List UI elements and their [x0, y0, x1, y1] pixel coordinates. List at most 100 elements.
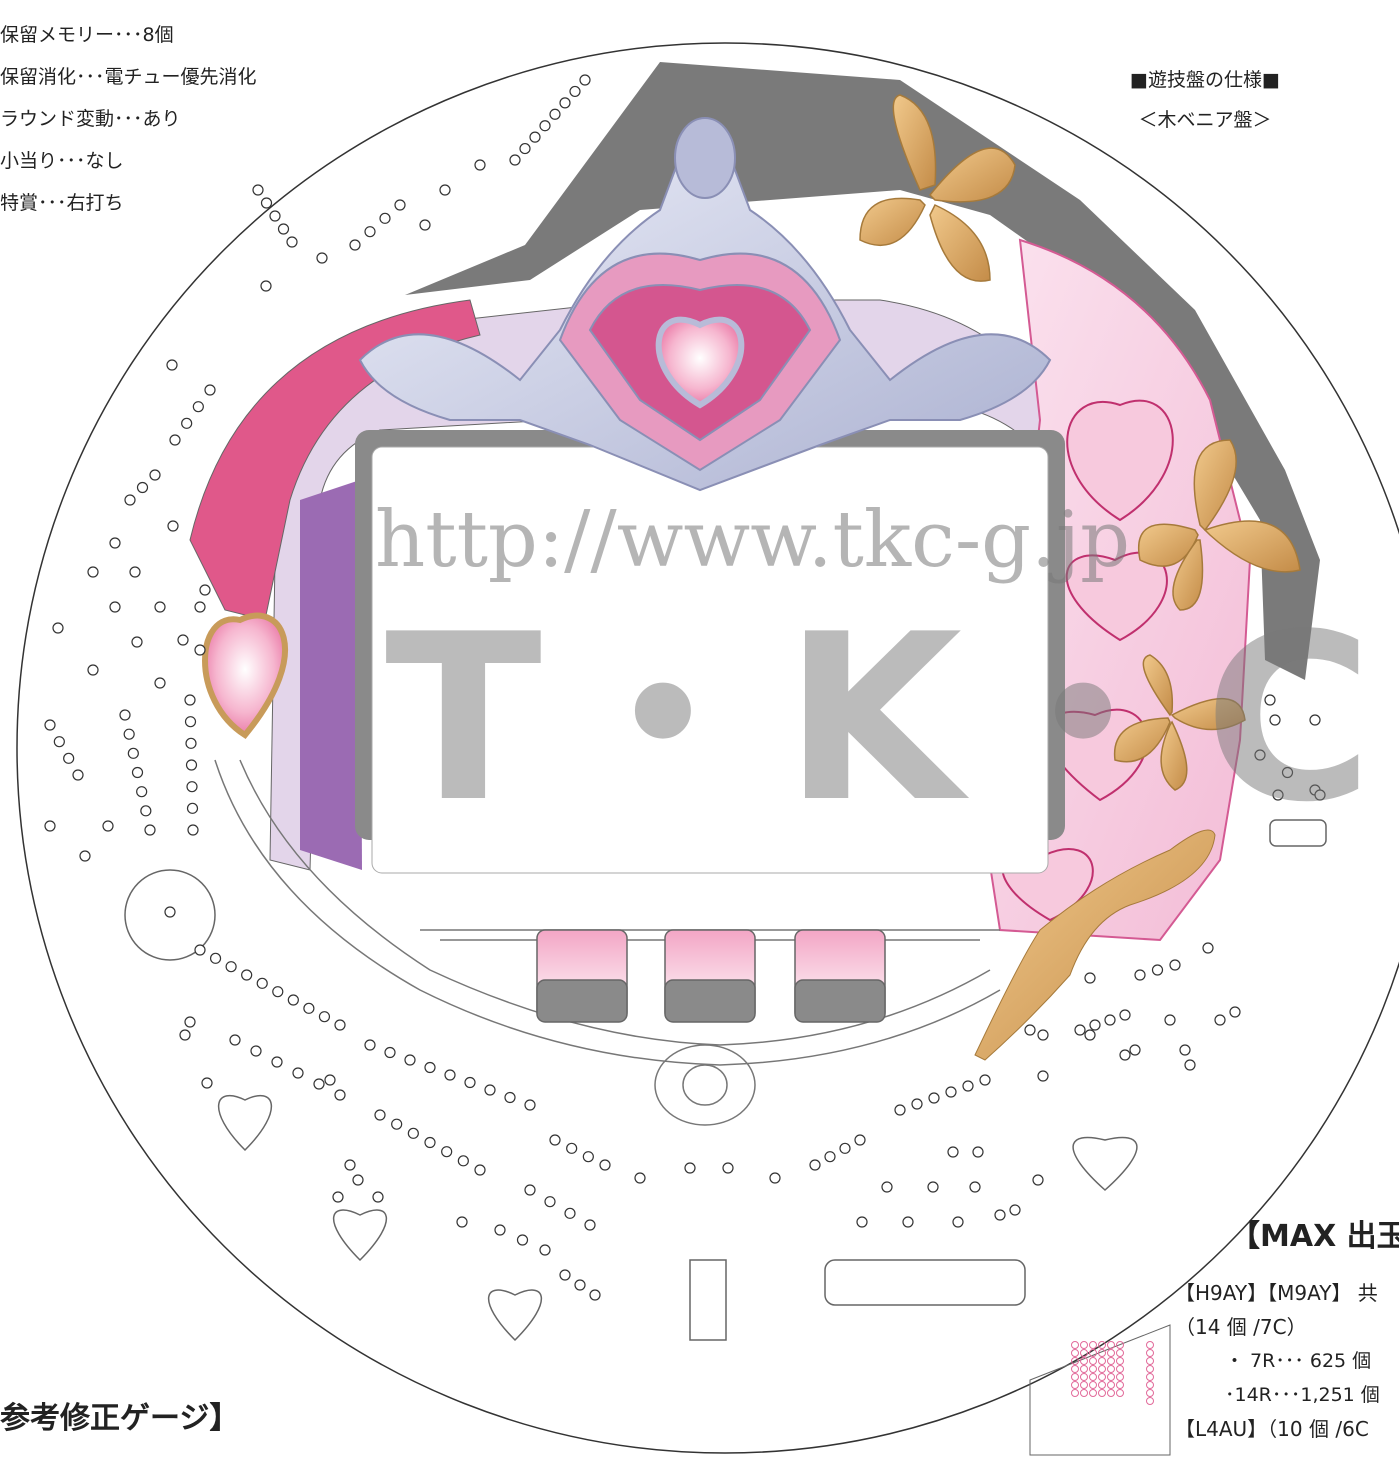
attacker-dot [1089, 1389, 1097, 1397]
attacker-dot [1116, 1389, 1124, 1397]
nail-pin [1037, 1029, 1049, 1041]
attacker-dots [1071, 1341, 1154, 1405]
nail-pin [119, 709, 131, 721]
nail-pin [109, 537, 121, 549]
attacker-dot [1080, 1381, 1088, 1389]
nail-pin [344, 1159, 356, 1171]
nail-pin [856, 1216, 868, 1228]
nail-pin [181, 417, 193, 429]
nail-pin [894, 1104, 906, 1116]
nail-pin [1254, 749, 1266, 761]
attacker-dot [1098, 1341, 1106, 1349]
max-payout: 【MAX 出玉】 【H9AY】【M9AY】 共 （14 個 /7C） ・ 7R･… [1175, 1220, 1399, 1446]
nail-pin [539, 120, 551, 132]
nail-pin [318, 1011, 331, 1023]
nail-pin [584, 1219, 596, 1231]
nail-pin [722, 1162, 734, 1174]
nail-pin [199, 584, 211, 596]
nail-pin [72, 769, 84, 781]
nail-pin [124, 494, 136, 506]
nail-pins [44, 74, 1326, 1301]
gauge-title: 参考修正ゲージ】 [0, 1401, 240, 1436]
max-line-5: 【L4AU】（10 個 /6C [1175, 1417, 1369, 1441]
nail-pin [1281, 766, 1294, 779]
attacker-dot [1107, 1341, 1115, 1349]
nail-pin [131, 766, 144, 779]
nail-pin [599, 1159, 611, 1171]
nail-pin [407, 1127, 419, 1139]
attacker-dot [1146, 1365, 1154, 1373]
nail-pin [391, 1118, 403, 1130]
nail-pin [87, 664, 99, 676]
nail-pin [364, 226, 376, 238]
nail-pin [579, 74, 591, 86]
nail-pin [185, 737, 197, 749]
nail-pin [1164, 1014, 1176, 1026]
nail-pin [252, 184, 264, 196]
nail-pin [271, 1056, 283, 1068]
attacker-dot [1146, 1397, 1154, 1405]
max-line-3: ・ 7R･･･ 625 個 [1225, 1350, 1372, 1372]
nail-pin [824, 1151, 836, 1163]
nail-pin [201, 1077, 213, 1089]
nail-pin [334, 1019, 346, 1031]
nail-pin [63, 752, 75, 764]
nail-pin [260, 280, 272, 292]
board-outline [16, 42, 1399, 1454]
nail-pin [902, 1216, 914, 1228]
nail-pin [292, 1067, 304, 1079]
nail-pin [1184, 1059, 1196, 1071]
nail-pin [316, 252, 328, 264]
nail-pin [1179, 1044, 1191, 1056]
attacker-dot [1080, 1389, 1088, 1397]
max-line-1: 【H9AY】【M9AY】 共 [1175, 1281, 1378, 1305]
nail-pin [1119, 1049, 1131, 1061]
nail-pin [839, 1142, 851, 1154]
attacker-dot [1146, 1389, 1154, 1397]
nail-pin [424, 1061, 436, 1074]
nail-pin [225, 961, 237, 973]
nail-pin [286, 236, 298, 248]
attacker-dot [1089, 1357, 1097, 1365]
nail-pin [574, 1279, 586, 1291]
nail-pin [1032, 1174, 1044, 1186]
nail-pin [441, 1146, 453, 1158]
attacker-dot [1071, 1381, 1079, 1389]
nail-pin [52, 622, 64, 634]
nail-pin [192, 401, 204, 413]
attacker-dot [1146, 1381, 1154, 1389]
spec-hold-memory: 保留メモリー･･･8個 [0, 24, 174, 46]
board-spec: ■遊技盤の仕様■ ＜木ベニア盤＞ [1130, 60, 1280, 140]
nail-pin [1264, 694, 1276, 706]
nail-pin [102, 820, 114, 832]
attacker-dot [1098, 1357, 1106, 1365]
attacker-dot [1116, 1341, 1124, 1349]
attacker-dot [1089, 1381, 1097, 1389]
attacker-dot [1107, 1365, 1115, 1373]
nail-pin [516, 1234, 529, 1246]
nail-pin [109, 601, 121, 613]
nail-pin [241, 969, 253, 981]
nail-pin [474, 1164, 486, 1176]
nail-pin [1269, 714, 1281, 726]
nail-pin [79, 850, 91, 862]
frame-purple [300, 480, 362, 870]
watermark-logo: T・K・C [385, 586, 1379, 853]
nail-pin [53, 736, 65, 748]
attacker-dot [1071, 1349, 1079, 1357]
nail-pin [277, 223, 290, 235]
nail-pin [184, 694, 196, 706]
nail-pin [1074, 1024, 1086, 1036]
nail-pin [256, 977, 268, 989]
attacker-dot [1116, 1373, 1124, 1381]
nail-pin [1229, 1006, 1241, 1018]
nail-pin [87, 566, 99, 578]
nail-pin [464, 1076, 476, 1089]
nail-pin [1009, 1204, 1021, 1216]
nail-pin [1129, 1044, 1141, 1056]
nail-pin [509, 154, 521, 166]
nail-pin [564, 1207, 576, 1219]
nail-pin [809, 1159, 821, 1171]
nail-pin [549, 1134, 561, 1146]
